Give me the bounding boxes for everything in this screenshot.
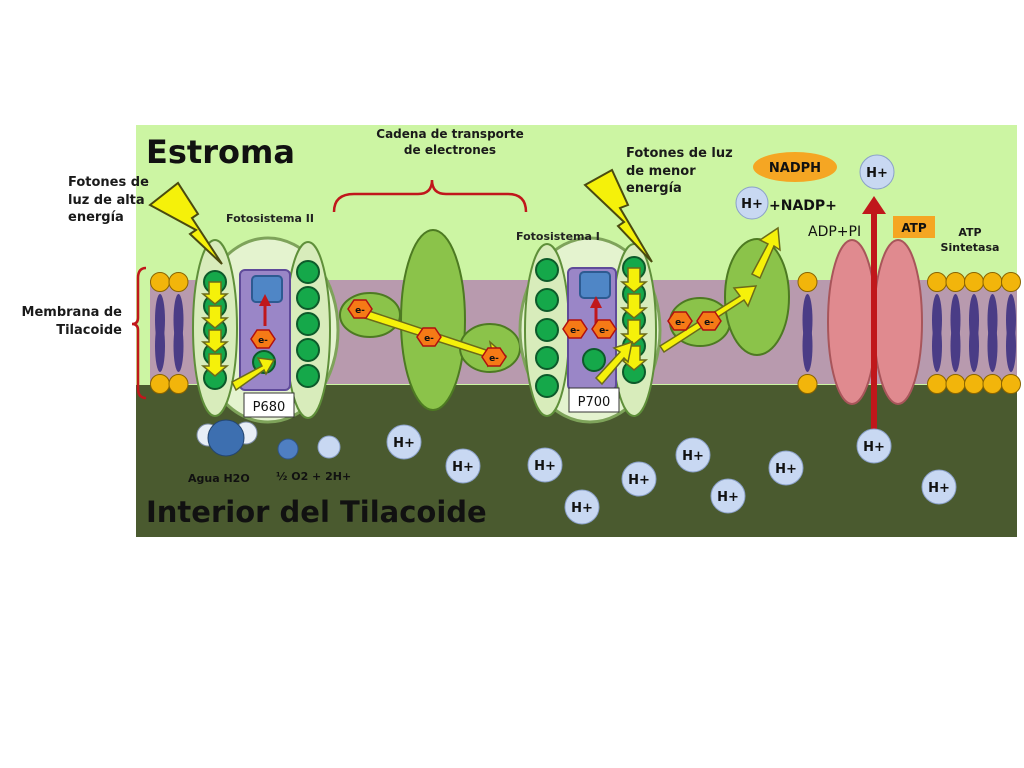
lumen-title: Interior del Tilacoide bbox=[146, 495, 487, 529]
proton-label: H+ bbox=[775, 462, 797, 477]
electron-markers bbox=[250, 299, 722, 367]
membrane-bracket bbox=[131, 266, 147, 400]
atp-box bbox=[893, 216, 935, 238]
p680-label: P680 bbox=[253, 400, 286, 415]
electron-label: e- bbox=[424, 334, 434, 344]
water-label: Agua H2O bbox=[188, 472, 250, 485]
nadph-label: NADPH bbox=[769, 161, 821, 176]
lipid-tail bbox=[932, 320, 942, 372]
electron-label: e- bbox=[355, 306, 365, 316]
electron-label: e- bbox=[489, 354, 499, 364]
water-products-label: ½ O2 + 2H+ bbox=[276, 470, 351, 483]
photosystem-2-label: Fotosistema II bbox=[226, 212, 314, 225]
lipid-head bbox=[964, 374, 984, 394]
proton-label: H+ bbox=[571, 501, 593, 516]
water-molecule-icon bbox=[196, 419, 258, 457]
lipid-head bbox=[1001, 374, 1021, 394]
nadp-label: +NADP+ bbox=[769, 198, 837, 214]
lipid-tail bbox=[802, 320, 813, 372]
electron-label: e- bbox=[258, 336, 268, 346]
electron-chain-label: Cadena de transporte de electrones bbox=[376, 127, 524, 158]
lipid-tail bbox=[155, 320, 165, 372]
lipid-tail bbox=[950, 320, 961, 372]
atp-label: ATP bbox=[901, 221, 927, 235]
lipid-head bbox=[150, 374, 170, 394]
photon-bolts bbox=[148, 168, 653, 265]
proton-label: H+ bbox=[682, 449, 704, 464]
p680-box bbox=[243, 392, 295, 418]
electron-label: e- bbox=[599, 326, 609, 336]
photosystem-1-label: Fotosistema I bbox=[516, 230, 600, 243]
lipid-head bbox=[797, 374, 818, 394]
adp-label: ADP+PI bbox=[808, 224, 861, 240]
proton-label: H+ bbox=[393, 436, 415, 451]
lipid-head bbox=[168, 272, 189, 292]
etc-bracket bbox=[332, 179, 528, 213]
electron-label: e- bbox=[704, 318, 714, 328]
lipid-tail bbox=[987, 320, 998, 372]
low-energy-photons-label: Fotones de luz de menor energía bbox=[626, 146, 733, 197]
proton-label: H+ bbox=[628, 473, 650, 488]
lipid-tails bbox=[155, 294, 1016, 372]
electron-label: e- bbox=[675, 318, 685, 328]
hydrogen-atom-icon bbox=[317, 435, 341, 459]
lipid-head bbox=[982, 272, 1003, 292]
lipid-head bbox=[150, 272, 170, 292]
lipid-head bbox=[945, 272, 966, 292]
lipid-head bbox=[1001, 272, 1021, 292]
lipid-head bbox=[927, 272, 947, 292]
lipid-head bbox=[927, 374, 947, 394]
lipid-head bbox=[982, 374, 1003, 394]
high-energy-photons-label: Fotones de luz de alta energía bbox=[68, 175, 149, 226]
lipid-tail bbox=[173, 320, 184, 372]
proton-label: H+ bbox=[741, 197, 763, 212]
electron-label: e- bbox=[570, 326, 580, 336]
atp-synthase-label: ATP Sintetasa bbox=[940, 226, 1000, 254]
lipid-head bbox=[797, 272, 818, 292]
lipid-head bbox=[168, 374, 189, 394]
lipid-heads bbox=[150, 272, 1021, 394]
lipid-head bbox=[964, 272, 984, 292]
proton-label: H+ bbox=[863, 440, 885, 455]
membrane-label: Membrana de Tilacoide bbox=[21, 305, 122, 338]
lipid-tail bbox=[969, 320, 979, 372]
proton-label: H+ bbox=[452, 460, 474, 475]
stroma-title: Estroma bbox=[146, 133, 295, 171]
proton-label: H+ bbox=[866, 166, 888, 181]
lipid-tail bbox=[1006, 320, 1016, 372]
proton-label: H+ bbox=[928, 481, 950, 496]
oxygen-atom-icon bbox=[277, 438, 299, 460]
proton-label: H+ bbox=[717, 490, 739, 505]
nadph-oval bbox=[753, 152, 837, 182]
protons bbox=[386, 154, 957, 525]
lipid-head bbox=[945, 374, 966, 394]
atp-synthase bbox=[827, 196, 923, 430]
p700-box bbox=[568, 387, 620, 413]
p700-label: P700 bbox=[578, 395, 611, 410]
proton-label: H+ bbox=[534, 459, 556, 474]
electron-flow-arrows bbox=[200, 226, 781, 392]
